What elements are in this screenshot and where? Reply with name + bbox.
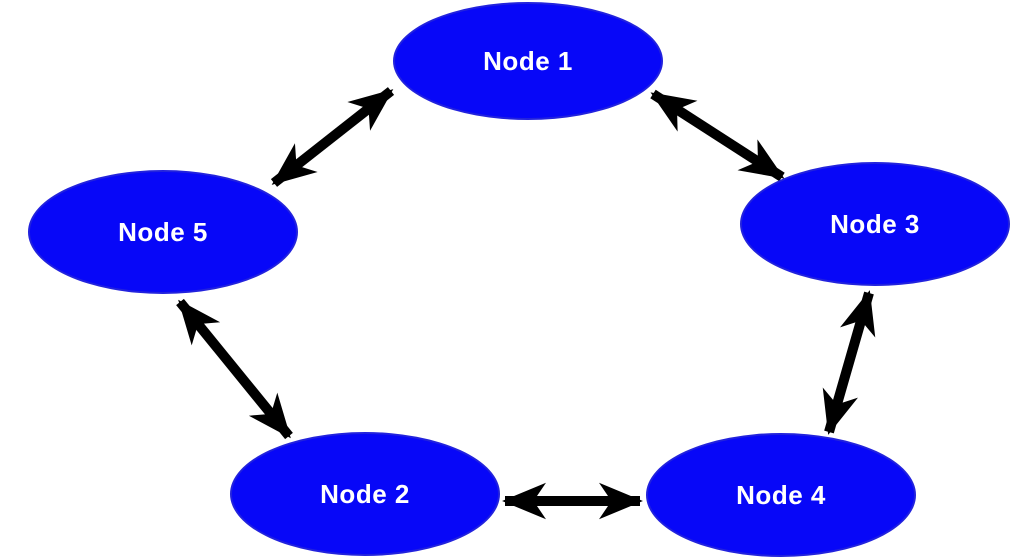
node-1-label: Node 1 — [483, 45, 573, 76]
edge-node-3-node-4[interactable] — [822, 290, 876, 435]
node-2[interactable]: Node 2 — [230, 432, 500, 556]
node-4[interactable]: Node 4 — [646, 433, 916, 557]
node-3[interactable]: Node 3 — [740, 162, 1010, 286]
node-1[interactable]: Node 1 — [393, 2, 663, 120]
node-5-label: Node 5 — [118, 216, 208, 247]
edge-node-1-node-3[interactable] — [650, 89, 785, 182]
edge-node-5-node-1[interactable] — [270, 87, 395, 187]
edge-node-2-node-5[interactable] — [176, 298, 293, 440]
node-4-label: Node 4 — [736, 479, 826, 510]
node-5[interactable]: Node 5 — [28, 170, 298, 294]
node-2-label: Node 2 — [320, 478, 410, 509]
node-3-label: Node 3 — [830, 208, 920, 239]
